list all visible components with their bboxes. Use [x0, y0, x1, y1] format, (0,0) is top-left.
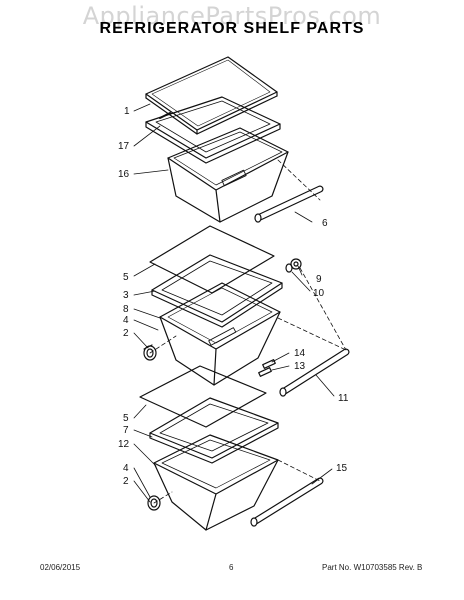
label-part-10: 10 [313, 288, 325, 299]
footer-part-number: Part No. W10703585 Rev. B [322, 563, 423, 572]
label-part-4-upper: 4 [123, 315, 129, 326]
label-part-2-upper: 2 [123, 328, 129, 339]
part-6-rod [254, 185, 324, 223]
label-part-3: 3 [123, 290, 129, 301]
label-part-9: 9 [316, 274, 322, 285]
label-part-17: 17 [118, 141, 130, 152]
part-17-shelf-frame [145, 96, 281, 164]
label-part-5-upper: 5 [123, 272, 129, 283]
label-part-12: 12 [118, 439, 130, 450]
part-2-4-cap-upper [143, 344, 157, 361]
part-5-glass-lower [139, 365, 267, 428]
footer-date: 02/06/2015 [40, 563, 81, 572]
part-5-glass-upper [149, 225, 275, 294]
label-part-11: 11 [338, 393, 349, 404]
label-part-13: 13 [294, 361, 306, 372]
part-2-4-cap-lower [147, 495, 161, 511]
label-part-16: 16 [118, 169, 130, 180]
label-part-4-lower: 4 [123, 463, 129, 474]
label-part-8: 8 [123, 304, 129, 315]
label-part-5-lower: 5 [123, 413, 129, 424]
part-3-frame [151, 254, 283, 328]
part-1-glass-shelf [145, 56, 278, 135]
part-13-14-clips [258, 359, 276, 377]
diagram-title: REFRIGERATOR SHELF PARTS [99, 20, 365, 37]
label-part-15: 15 [336, 463, 348, 474]
part-16-crisper-drawer [167, 127, 289, 223]
label-part-7: 7 [123, 425, 129, 436]
part-8-crisper-drawer [159, 282, 281, 386]
part-15-rod [250, 477, 324, 527]
footer-page: 6 [229, 563, 234, 572]
leader-lines [133, 103, 335, 503]
part-labels: 1 17 16 6 5 3 8 4 2 9 10 14 13 11 5 7 12… [118, 106, 349, 487]
label-part-6: 6 [322, 218, 328, 229]
part-11-rod [279, 348, 350, 397]
label-part-14: 14 [294, 348, 306, 359]
part-9-10-screw [285, 258, 302, 273]
label-part-1: 1 [124, 106, 130, 117]
alignment-lines [149, 159, 347, 504]
watermark: AppliancePartsPros.com [82, 2, 382, 30]
label-part-2-lower: 2 [123, 476, 129, 487]
